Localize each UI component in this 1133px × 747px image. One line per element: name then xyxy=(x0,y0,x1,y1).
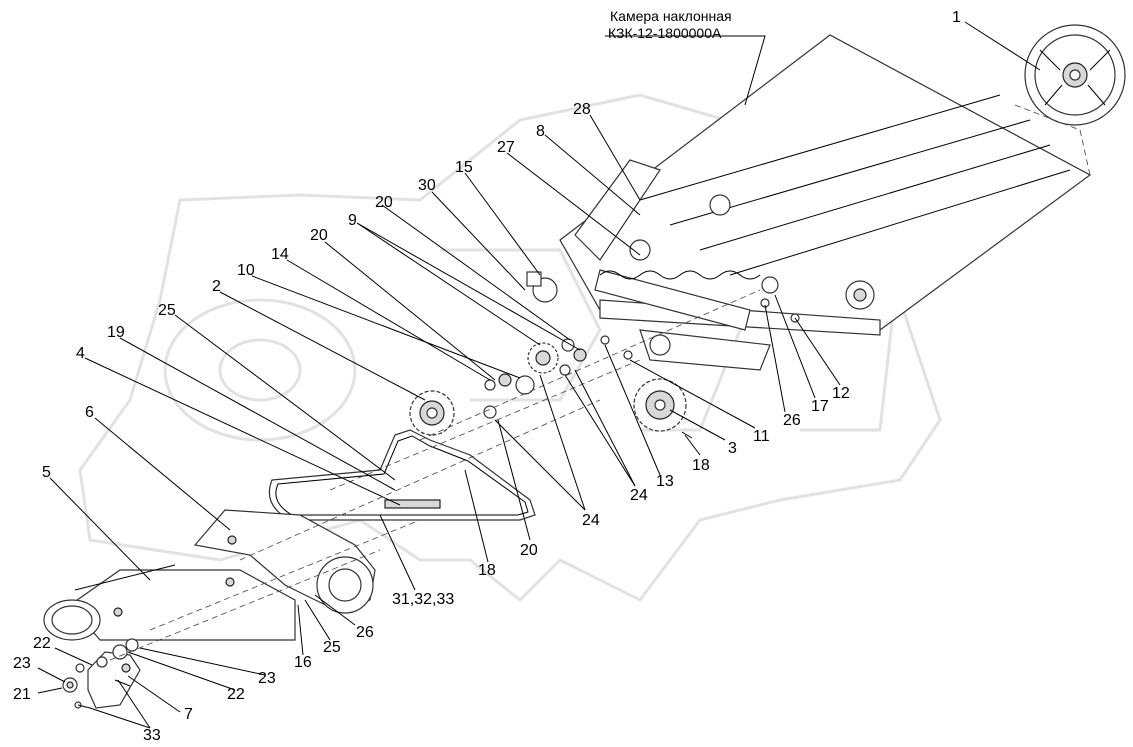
callout-labels: 1 28 8 27 15 30 20 9 20 14 10 2 25 19 4 … xyxy=(13,9,961,744)
callout-23-b: 23 xyxy=(258,670,276,687)
callout-27: 27 xyxy=(497,139,515,156)
feeder-chamber xyxy=(532,34,1092,371)
callout-15: 15 xyxy=(455,159,473,176)
callout-20-a: 20 xyxy=(375,194,393,211)
callout-26-b: 26 xyxy=(783,412,801,429)
callout-7: 7 xyxy=(184,706,193,723)
callout-13: 13 xyxy=(656,473,674,490)
callout-24-b: 24 xyxy=(630,487,648,504)
chain-guard xyxy=(193,509,376,614)
callout-11: 11 xyxy=(753,428,770,445)
drive-chain xyxy=(268,429,536,521)
sprocket-3 xyxy=(633,378,687,432)
callout-19: 19 xyxy=(107,324,125,341)
sprocket-9 xyxy=(527,342,559,374)
drum-cover xyxy=(43,564,296,641)
callout-33: 33 xyxy=(143,727,161,744)
callout-21: 21 xyxy=(13,686,31,703)
callout-10: 10 xyxy=(237,262,255,279)
bracket xyxy=(62,638,141,709)
callout-14: 14 xyxy=(271,246,289,263)
callout-3: 3 xyxy=(728,440,737,457)
callout-4: 4 xyxy=(76,345,85,362)
callout-5: 5 xyxy=(42,464,51,481)
callout-28: 28 xyxy=(573,101,591,118)
callout-18-b: 18 xyxy=(692,457,710,474)
callout-16: 16 xyxy=(294,654,312,671)
callout-25-b: 25 xyxy=(323,639,341,656)
callout-12: 12 xyxy=(832,385,850,402)
assembly-caption-line1: Камера наклонная xyxy=(610,8,732,24)
callout-24-a: 24 xyxy=(582,512,600,529)
callout-6: 6 xyxy=(85,404,94,421)
assembly-axes xyxy=(109,289,761,661)
leader-lines xyxy=(37,21,1041,729)
callout-17: 17 xyxy=(811,398,829,415)
callout-25-a: 25 xyxy=(158,302,176,319)
callout-20-b: 20 xyxy=(310,227,328,244)
callout-22-a: 22 xyxy=(33,635,51,652)
callout-26-a: 26 xyxy=(356,624,374,641)
callout-22-b: 22 xyxy=(227,686,245,703)
callout-31-32-33: 31,32,33 xyxy=(392,591,454,608)
callout-23-a: 23 xyxy=(13,655,31,672)
callout-2: 2 xyxy=(212,278,221,295)
callout-1: 1 xyxy=(952,9,961,26)
callout-8: 8 xyxy=(536,123,545,140)
callout-20-c: 20 xyxy=(520,542,538,559)
assembly-caption-line2: КЗК-12-1800000А xyxy=(608,25,722,41)
pulley-wheel xyxy=(1014,24,1126,176)
callout-9: 9 xyxy=(348,212,357,229)
sprocket-2 xyxy=(409,390,455,436)
callout-30: 30 xyxy=(418,177,436,194)
callout-18-a: 18 xyxy=(478,562,496,579)
